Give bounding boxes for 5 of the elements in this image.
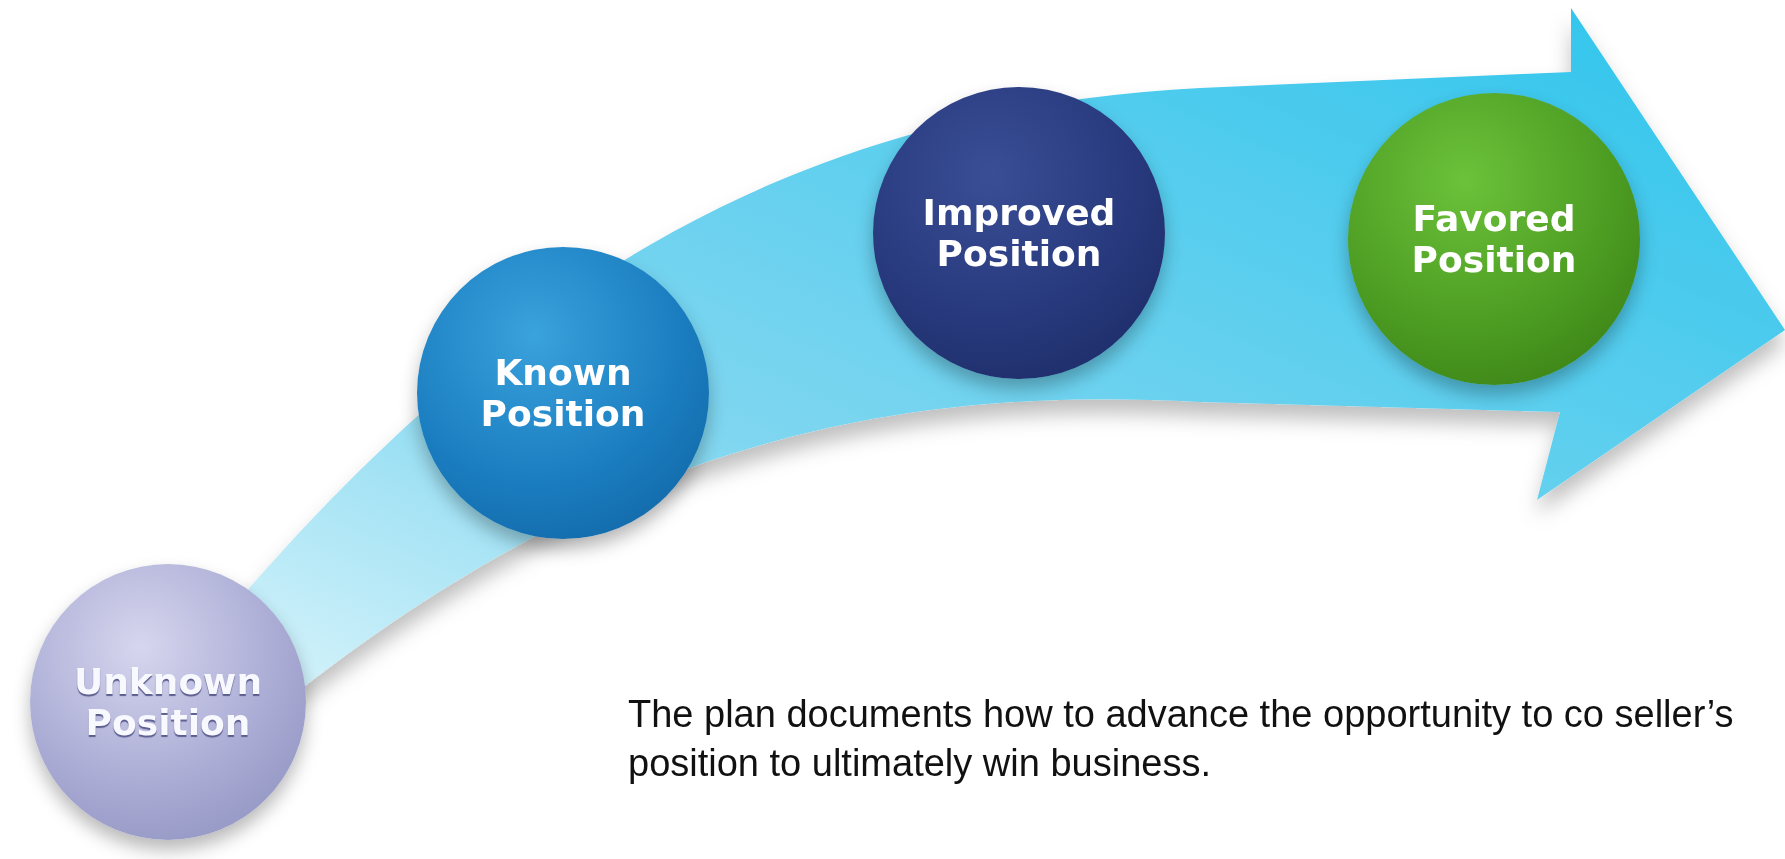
description-text: The plan documents how to advance the opportunity to co seller’s position to ultimately win business. — [628, 692, 1735, 787]
stage-label: Improved Position — [921, 191, 1117, 275]
stage-label: Known Position — [479, 351, 647, 435]
stage-label: Unknown Position — [72, 660, 263, 744]
stage-label: Favored Position — [1410, 197, 1578, 281]
